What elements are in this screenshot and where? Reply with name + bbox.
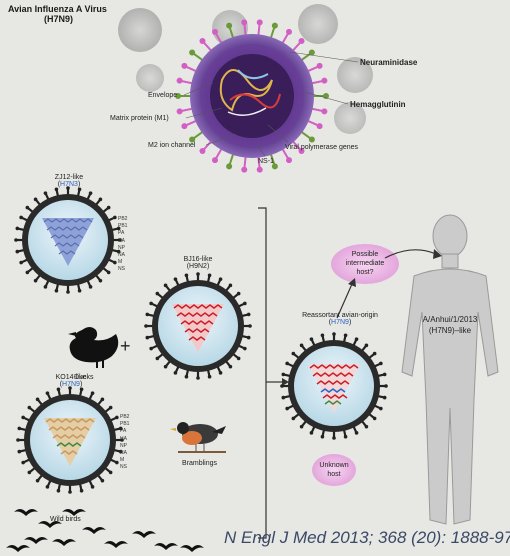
label-wild-birds: Wild birds [50, 516, 81, 523]
zj12-gene-pa: PA [118, 230, 124, 236]
title-line-1: Avian Influenza A Virus [8, 4, 107, 14]
brambling-silhouette [170, 422, 226, 452]
intermediate-line-3: host? [335, 268, 395, 277]
ko14-virion [16, 386, 124, 494]
zj12-gene-m: M [118, 259, 122, 265]
zj12-name: ZJ12-like [46, 174, 92, 181]
zj12-gene-pb2: PB2 [118, 216, 127, 222]
ko14-gene-na: NA [120, 450, 127, 456]
wild-bird-6 [82, 527, 106, 534]
intermediate-line-1: Possible [335, 250, 395, 259]
citation: N Engl J Med 2013; 368 (20): 1888-97 [224, 528, 510, 548]
zj12-label: ZJ12-like (H7N3) [46, 174, 92, 188]
wild-bird-5 [52, 539, 76, 546]
diagram-title: Avian Influenza A Virus (H7N9) [8, 4, 107, 24]
human-figure [402, 215, 498, 524]
ko14-gene-pa: PA [120, 428, 126, 434]
plus-sign: + [120, 336, 131, 357]
bj16-subtype: (H9N2) [175, 263, 221, 270]
ko14-subtype: (H7N9) [48, 381, 94, 388]
ko14-gene-np: NP [120, 443, 127, 449]
wild-bird-8 [132, 531, 156, 538]
wild-bird-11 [180, 545, 204, 552]
ko14-gene-ns: NS [120, 464, 127, 470]
zj12-gene-np: NP [118, 245, 125, 251]
reassortant-name: Reassortant avian-origin [290, 312, 390, 319]
wild-bird-10 [6, 545, 30, 552]
wild-bird-1 [14, 509, 38, 516]
unknown-line-1: Unknown [312, 461, 356, 470]
label-matrix-protein: Matrix protein (M1) [110, 115, 169, 122]
label-ducks: Ducks [74, 374, 93, 381]
wild-bird-4 [24, 537, 48, 544]
zj12-gene-na: NA [118, 252, 125, 258]
human-strain-subtype: (H7N9)–like [408, 325, 492, 336]
ko14-gene-pb2: PB2 [120, 414, 129, 420]
bj16-name: BJ16-like [175, 256, 221, 263]
ko14-gene-ha: HA [120, 436, 127, 442]
ko14-gene-m: M [120, 457, 124, 463]
human-strain-label: A/Anhui/1/2013 (H7N9)–like [408, 314, 492, 336]
intermediate-host-label: Possible intermediate host? [335, 250, 395, 277]
label-envelope: Envelope [148, 92, 177, 99]
label-m2-ion-channel: M2 ion channel [148, 142, 195, 149]
bj16-label: BJ16-like (H9N2) [175, 256, 221, 270]
wild-bird-3 [62, 509, 86, 516]
zj12-gene-ns: NS [118, 266, 125, 272]
zj12-subtype: (H7N3) [46, 181, 92, 188]
reassortant-virion [280, 332, 388, 440]
unknown-host-label: Unknown host [312, 461, 356, 479]
label-ns1: NS-1 [258, 158, 274, 165]
wild-bird-9 [154, 543, 178, 550]
intermediate-line-2: intermediate [335, 259, 395, 268]
label-bramblings: Bramblings [182, 460, 217, 467]
zj12-gene-ha: HA [118, 238, 125, 244]
title-line-2: (H7N9) [8, 14, 107, 24]
ko14-gene-pb1: PB1 [120, 421, 129, 427]
human-strain-name: A/Anhui/1/2013 [408, 314, 492, 325]
label-viral-polymerase-genes: Viral polymerase genes [285, 144, 358, 151]
label-hemagglutinin: Hemagglutinin [350, 100, 406, 109]
wild-birds-flock [6, 509, 204, 552]
duck-silhouette [68, 327, 118, 368]
reassortant-label: Reassortant avian-origin (H7N9) [290, 312, 390, 326]
reassortant-subtype: (H7N9) [290, 319, 390, 326]
zj12-gene-pb1: PB1 [118, 223, 127, 229]
bj16-virion [144, 272, 252, 380]
wild-bird-7 [104, 541, 128, 548]
zj12-virion [14, 186, 122, 294]
label-neuraminidase: Neuraminidase [360, 58, 417, 67]
unknown-line-2: host [312, 470, 356, 479]
